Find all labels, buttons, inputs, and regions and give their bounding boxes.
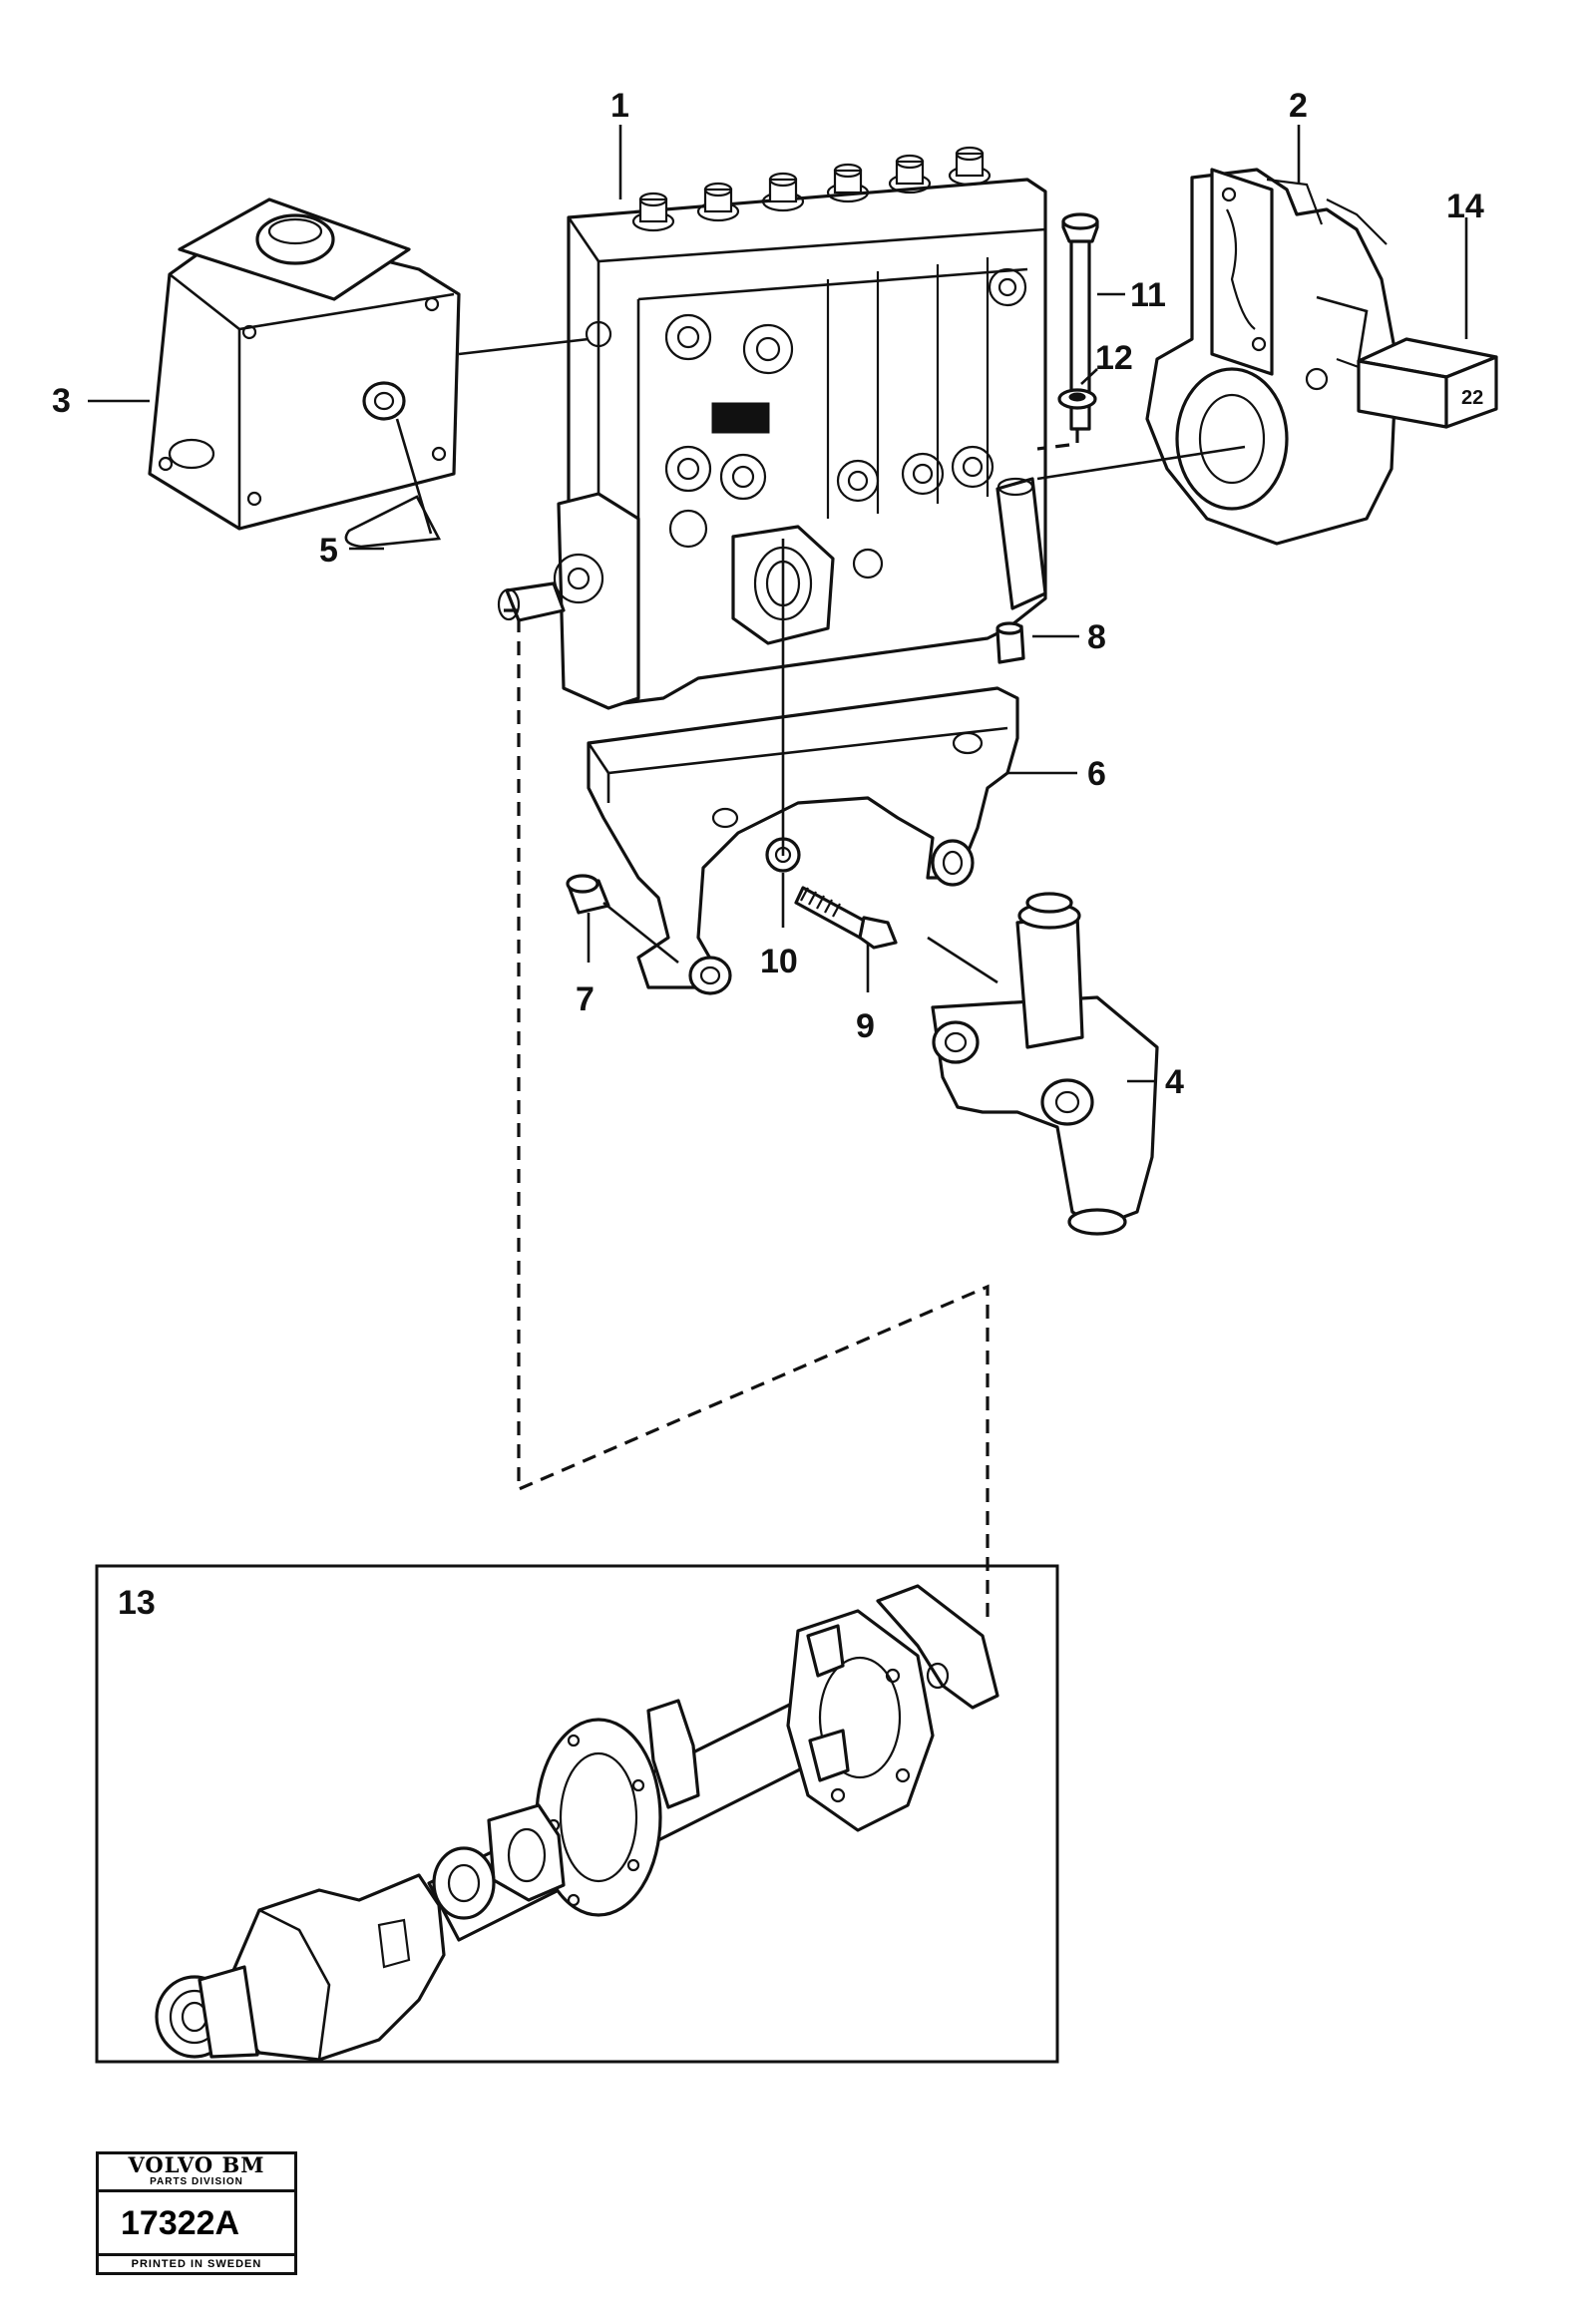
callout-10: 10 [760, 943, 798, 980]
callout-4: 4 [1165, 1063, 1184, 1101]
stamp-printed-in: PRINTED IN SWEDEN [131, 2258, 262, 2270]
injection-pump [497, 146, 1047, 710]
leader-lines [88, 125, 1468, 1083]
callout-12: 12 [1095, 339, 1133, 377]
callout-3: 3 [52, 382, 71, 420]
callout-5: 5 [319, 532, 338, 570]
mounting-bracket [587, 686, 1019, 995]
drive-coupling-assembly [95, 1564, 1059, 2064]
callout-7: 7 [576, 980, 595, 1018]
title-stamp: VOLVO BM PARTS DIVISION 17322A PRINTED I… [96, 2151, 297, 2275]
callout-1: 1 [610, 87, 629, 125]
callout-8: 8 [1087, 618, 1106, 656]
stamp-drawing-number: 17322A [99, 2192, 294, 2256]
box-marking: 22 [1461, 387, 1483, 409]
drive-connection-dashed-path [504, 608, 990, 1626]
governor-housing [1145, 168, 1398, 546]
kit-box: 22 [1316, 295, 1498, 429]
retaining-clip [344, 418, 442, 549]
callout-9: 9 [856, 1007, 875, 1045]
screw [781, 539, 898, 950]
bushing [566, 874, 679, 965]
pump-cover [148, 197, 461, 531]
callout-2: 2 [1289, 87, 1308, 125]
washer [1057, 388, 1097, 410]
spacer-sleeve [996, 621, 1025, 664]
callout-14: 14 [1446, 188, 1484, 225]
callout-6: 6 [1087, 755, 1106, 793]
callout-11: 11 [1130, 276, 1166, 314]
feed-pump [927, 892, 1159, 1236]
stamp-brand: VOLVO BM [128, 2152, 265, 2177]
callout-labels: 1 2 3 4 5 6 7 8 9 10 11 12 13 14 [52, 87, 1484, 1622]
callout-13: 13 [118, 1584, 156, 1622]
long-bolt [1061, 212, 1099, 431]
stamp-division: PARTS DIVISION [99, 2176, 294, 2192]
